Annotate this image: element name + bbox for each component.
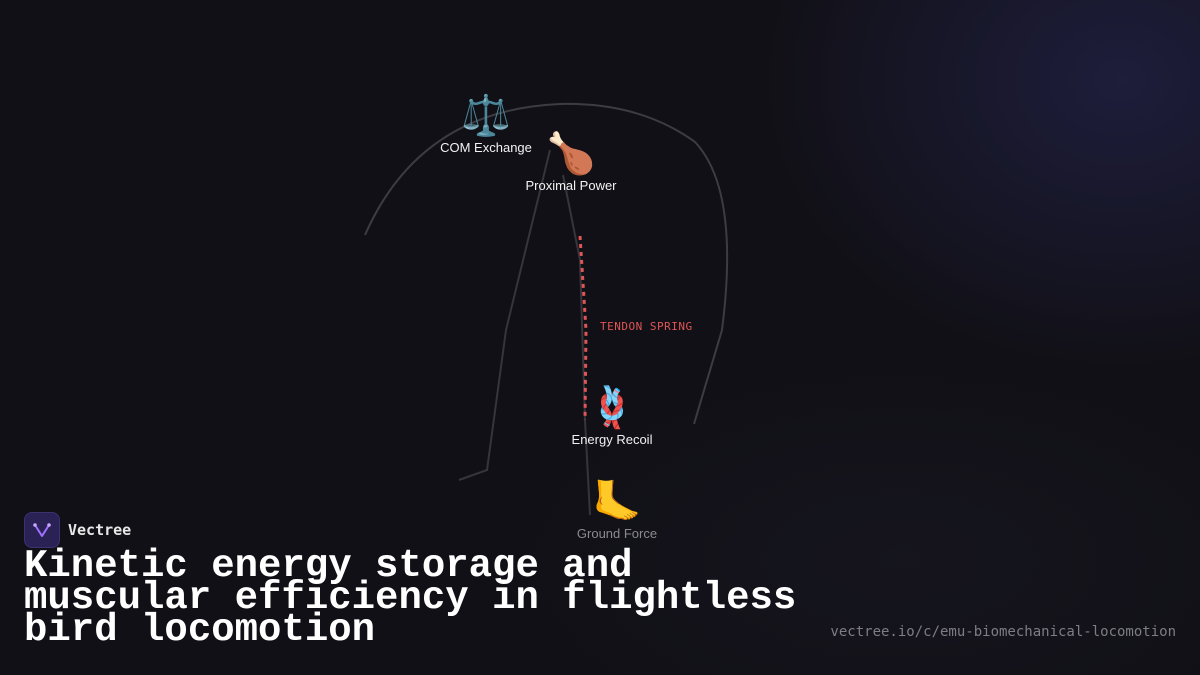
- drumstick-icon: 🍗: [546, 132, 596, 176]
- knot-icon: 🪢: [587, 386, 637, 430]
- node-proximal-power[interactable]: 🍗 Proximal Power: [525, 132, 616, 193]
- rear-leg-line: [458, 149, 551, 481]
- brand[interactable]: Vectree: [24, 512, 131, 548]
- tendon-spring-label: TENDON SPRING: [600, 320, 693, 333]
- vectree-logo-icon: [24, 512, 60, 548]
- balance-scale-icon: ⚖️: [461, 94, 511, 138]
- node-energy-recoil[interactable]: 🪢 Energy Recoil: [572, 386, 653, 447]
- source-url[interactable]: vectree.io/c/emu-biomechanical-locomotio…: [830, 624, 1176, 640]
- com-exchange-label: COM Exchange: [440, 140, 532, 155]
- page-title: Kinetic energy storage and muscular effi…: [24, 544, 797, 652]
- node-com-exchange[interactable]: ⚖️ COM Exchange: [440, 94, 532, 155]
- node-ground-force[interactable]: 🦶 Ground Force: [577, 480, 657, 541]
- brand-name: Vectree: [68, 521, 132, 539]
- outer-arc-curve: [364, 102, 729, 425]
- front-leg-line: [562, 174, 591, 516]
- tendon-spring-line: [578, 235, 588, 421]
- foot-icon: 🦶: [592, 480, 642, 524]
- energy-recoil-label: Energy Recoil: [571, 432, 653, 447]
- ground-force-label: Ground Force: [576, 526, 658, 541]
- proximal-power-label: Proximal Power: [525, 178, 617, 193]
